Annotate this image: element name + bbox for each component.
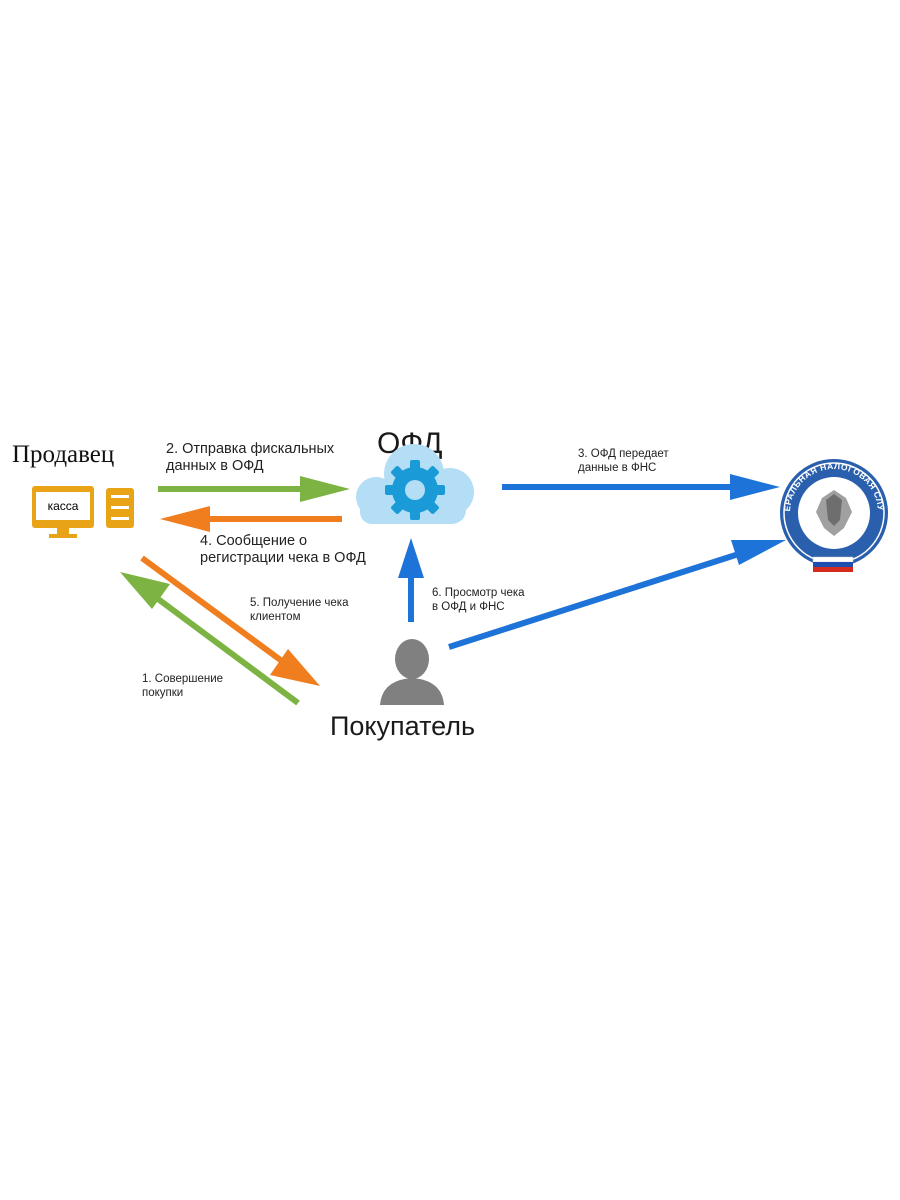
computer-icon [32,486,94,538]
arrow-step-2 [158,476,350,502]
server-icon [106,488,134,528]
person-icon [380,639,444,705]
buyer-title: Покупатель [330,711,476,741]
arrow-step-3 [502,474,780,500]
arrow-step-5 [140,555,320,686]
arrow-buyer-fns [448,540,786,650]
kassa-label: касса [48,499,79,513]
svg-text:ФЕДЕРАЛЬНАЯ НАЛОГОВАЯ СЛУЖБА: ФЕДЕРАЛЬНАЯ НАЛОГОВАЯ СЛУЖБА [0,0,886,512]
seller-title: Продавец [12,441,115,468]
arrow-step-1 [120,572,300,706]
gear-icon [385,460,445,520]
arrow-step-4 [160,506,342,532]
arrow-step-6 [398,538,424,622]
